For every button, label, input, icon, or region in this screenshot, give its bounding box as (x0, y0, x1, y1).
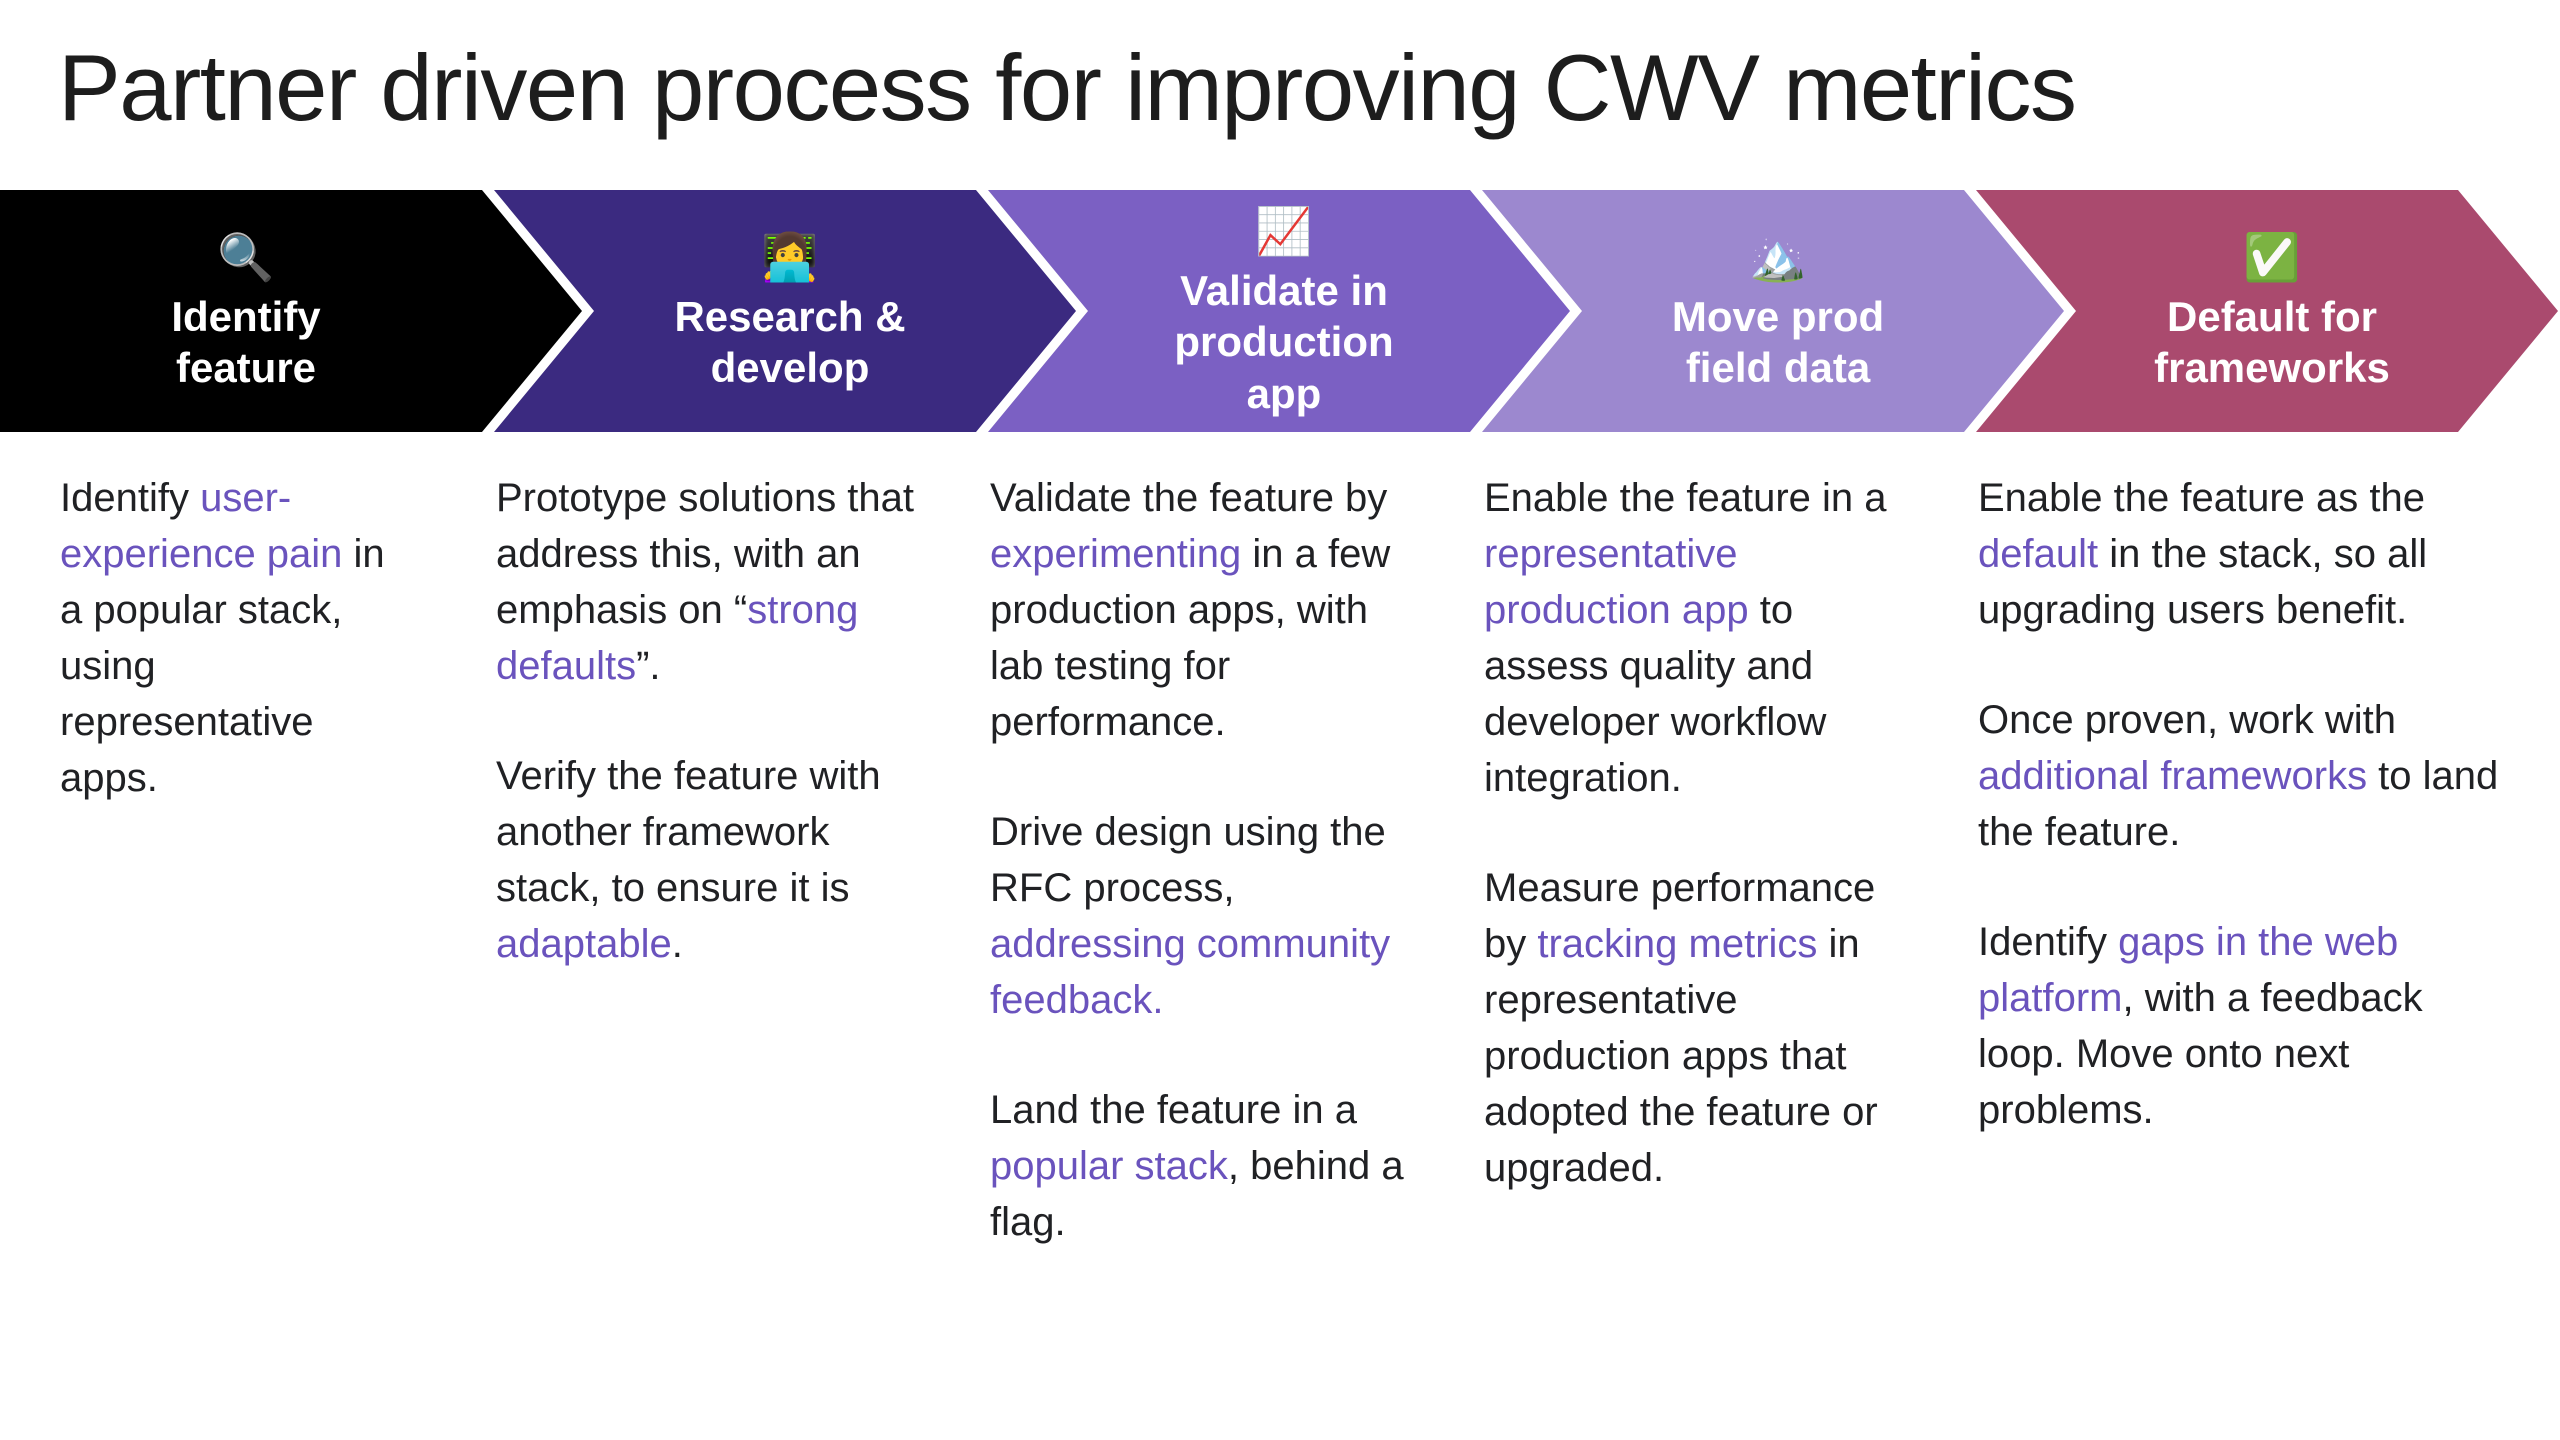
woman-technologist-icon: 👩‍💻 (761, 230, 819, 283)
chevron-identify-feature: 🔍 Identify feature (0, 190, 582, 432)
description-paragraph: Verify the feature with another framewor… (496, 748, 932, 972)
description-validate-in-production-app: Validate the feature by experimenting in… (988, 470, 1482, 1250)
description-paragraph: Land the feature in a popular stack, beh… (990, 1082, 1426, 1250)
description-paragraph: Identify gaps in the web platform, with … (1978, 914, 2504, 1138)
step-label: Identify feature (171, 292, 321, 391)
description-paragraph: Once proven, work with additional framew… (1978, 692, 2504, 860)
description-research-develop: Prototype solutions that address this, w… (494, 470, 988, 972)
text-run: Verify the feature with another framewor… (496, 754, 881, 910)
step-label: Research & develop (674, 292, 906, 391)
inline-link[interactable]: additional frameworks (1978, 754, 2368, 798)
description-default-for-frameworks: Enable the feature as the default in the… (1976, 470, 2560, 1138)
text-run: Drive design using the RFC process, (990, 810, 1386, 910)
text-run: in a few production apps, with lab testi… (990, 532, 1391, 744)
text-run: , behind a flag. (990, 1144, 1404, 1244)
text-run: to assess quality and developer workflow… (1484, 588, 1827, 800)
description-paragraph: Enable the feature as the default in the… (1978, 470, 2504, 638)
mountain-icon: 🏔️ (1749, 230, 1807, 283)
chart-increasing-icon: 📈 (1255, 205, 1313, 258)
text-run: ”. (636, 644, 661, 688)
text-run: , with a feedback loop. Move onto next p… (1978, 976, 2423, 1132)
inline-link[interactable]: popular stack (990, 1144, 1228, 1188)
check-mark-icon: ✅ (2243, 230, 2301, 283)
text-run: Measure performance by (1484, 866, 1876, 966)
inline-link[interactable]: adaptable (496, 922, 672, 966)
text-run: in a popular stack, using representative… (60, 532, 385, 800)
step-label: Validate in production app (1174, 267, 1394, 417)
description-paragraph: Prototype solutions that address this, w… (496, 470, 932, 694)
step-label: Move prod field data (1671, 292, 1885, 391)
page-title: Partner driven process for improving CWV… (58, 35, 2077, 140)
inline-link[interactable]: experimenting (990, 532, 1242, 576)
inline-link[interactable]: representative production app (1484, 532, 1749, 632)
text-run: Once proven, work with (1978, 698, 2396, 742)
description-paragraph: Validate the feature by experimenting in… (990, 470, 1426, 750)
description-paragraph: Drive design using the RFC process, addr… (990, 804, 1426, 1028)
description-paragraph: Measure performance by tracking metrics … (1484, 860, 1920, 1196)
description-paragraph: Identify user-experience pain in a popul… (60, 470, 406, 806)
text-run: Validate the feature by (990, 476, 1388, 520)
inline-link[interactable]: user-experience pain (60, 476, 343, 576)
text-run: Enable the feature as the (1978, 476, 2425, 520)
text-run: in representative production apps that a… (1484, 922, 1878, 1190)
inline-link[interactable]: tracking metrics (1537, 922, 1818, 966)
process-chevron-row: 🔍 Identify feature 👩‍💻 Research & develo… (0, 190, 2560, 432)
step-label: Default for frameworks (2154, 292, 2390, 391)
text-run: in the stack, so all upgrading users ben… (1978, 532, 2428, 632)
step-descriptions: Identify user-experience pain in a popul… (0, 470, 2560, 1250)
text-run: Land the feature in a (990, 1088, 1357, 1132)
text-run: Enable the feature in a (1484, 476, 1887, 520)
text-run: Identify (60, 476, 201, 520)
inline-link[interactable]: strong defaults (496, 588, 859, 688)
inline-link[interactable]: default (1978, 532, 2099, 576)
inline-link[interactable]: gaps in the web platform (1978, 920, 2399, 1020)
text-run: to land the feature. (1978, 754, 2499, 854)
chevron-research-develop: 👩‍💻 Research & develop (494, 190, 1076, 432)
text-run: Prototype solutions that address this, w… (496, 476, 915, 632)
description-move-prod-field-data: Enable the feature in a representative p… (1482, 470, 1976, 1196)
description-identify-feature: Identify user-experience pain in a popul… (0, 470, 494, 806)
inline-link[interactable]: addressing community feedback. (990, 922, 1391, 1022)
description-paragraph: Enable the feature in a representative p… (1484, 470, 1920, 806)
text-run: . (671, 922, 683, 966)
text-run: Identify (1978, 920, 2119, 964)
magnifying-glass-icon: 🔍 (217, 230, 275, 283)
